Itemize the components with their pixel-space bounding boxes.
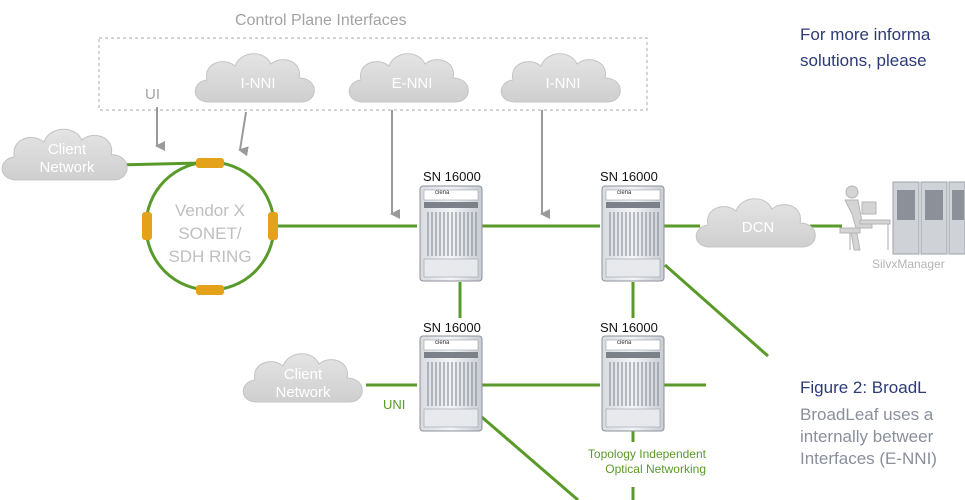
client-bottom-line2: Network xyxy=(275,384,331,401)
client-network-bottom-label: Client Network xyxy=(268,366,338,402)
switch-label-top-left: SN 16000 xyxy=(423,169,481,184)
topology-line2: Optical Networking xyxy=(605,462,706,476)
figure-line1: BroadLeaf uses a xyxy=(800,405,934,424)
client-network-top-label: Client Network xyxy=(32,141,102,177)
intro-line2: solutions, please xyxy=(800,51,927,70)
ring-ports xyxy=(142,158,278,295)
intro-line1: For more informa xyxy=(800,25,931,44)
switch-label-bottom-right: SN 16000 xyxy=(600,320,658,335)
topology-line1: Topology Independent xyxy=(587,447,706,461)
figure-title: Figure 2: BroadL xyxy=(800,378,927,397)
switch-logo-top-right: ciena xyxy=(617,190,632,196)
ring-line1: Vendor X xyxy=(175,201,245,220)
control-plane-box xyxy=(98,37,648,111)
figure-line3: Interfaces (E-NNI) xyxy=(800,449,937,468)
green-links xyxy=(115,161,842,500)
silvxmanager-label: SilvxManager xyxy=(872,257,945,271)
inni-right-label: I-NNI xyxy=(545,75,581,92)
uni-top-label: UI xyxy=(145,86,160,103)
operator-icon xyxy=(839,185,891,251)
ring-line2: SONET/ xyxy=(178,224,242,243)
switch-label-bottom-left: SN 16000 xyxy=(423,320,481,335)
switch-logo-bottom-right: ciena xyxy=(617,340,632,346)
client-top-line1: Client xyxy=(47,141,87,158)
switch-bottom-left xyxy=(419,335,483,432)
figure-caption: BroadLeaf uses a internally betweer Inte… xyxy=(800,404,937,470)
server-rack-icon xyxy=(892,181,965,255)
switch-top-left xyxy=(419,185,483,282)
control-plane-title: Control Plane Interfaces xyxy=(235,12,407,29)
control-arrows xyxy=(155,107,550,219)
ring-label: Vendor X SONET/ SDH RING xyxy=(150,199,270,268)
switch-bottom-right xyxy=(601,335,665,432)
intro-paragraph: For more informa solutions, please xyxy=(800,22,930,74)
enni-label: E-NNI xyxy=(391,75,433,92)
client-top-line2: Network xyxy=(39,159,95,176)
client-bottom-line1: Client xyxy=(283,366,323,383)
switch-top-right xyxy=(601,185,665,282)
topology-label: Topology Independent Optical Networking xyxy=(560,447,706,477)
switch-logo-bottom-left: ciena xyxy=(435,340,450,346)
uni-bottom-label: UNI xyxy=(383,397,406,412)
switch-logo-top-left: ciena xyxy=(435,190,450,196)
dcn-label: DCN xyxy=(741,219,775,236)
inni-left-label: I-NNI xyxy=(240,75,276,92)
ring-line3: SDH RING xyxy=(168,247,252,266)
figure-line2: internally betweer xyxy=(800,427,934,446)
switch-label-top-right: SN 16000 xyxy=(600,169,658,184)
